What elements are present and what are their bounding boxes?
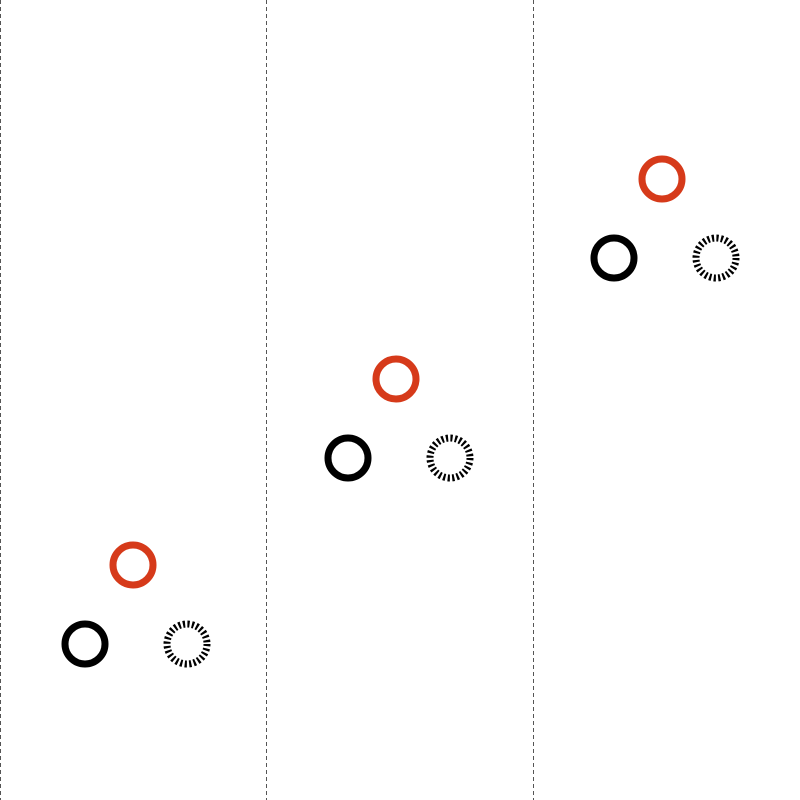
right-panel: [590, 155, 740, 282]
red-ring-icon: [638, 155, 686, 203]
red-ring-icon: [372, 355, 420, 403]
red-ring-icon: [109, 541, 157, 589]
left-panel: [61, 541, 211, 668]
dashed-ring-icon: [692, 234, 740, 282]
dashed-ring-icon: [426, 434, 474, 482]
middle-panel: [324, 355, 474, 482]
black-ring-icon: [324, 434, 372, 482]
dashed-ring-icon: [163, 620, 211, 668]
black-ring-icon: [590, 234, 638, 282]
black-ring-icon: [61, 620, 109, 668]
